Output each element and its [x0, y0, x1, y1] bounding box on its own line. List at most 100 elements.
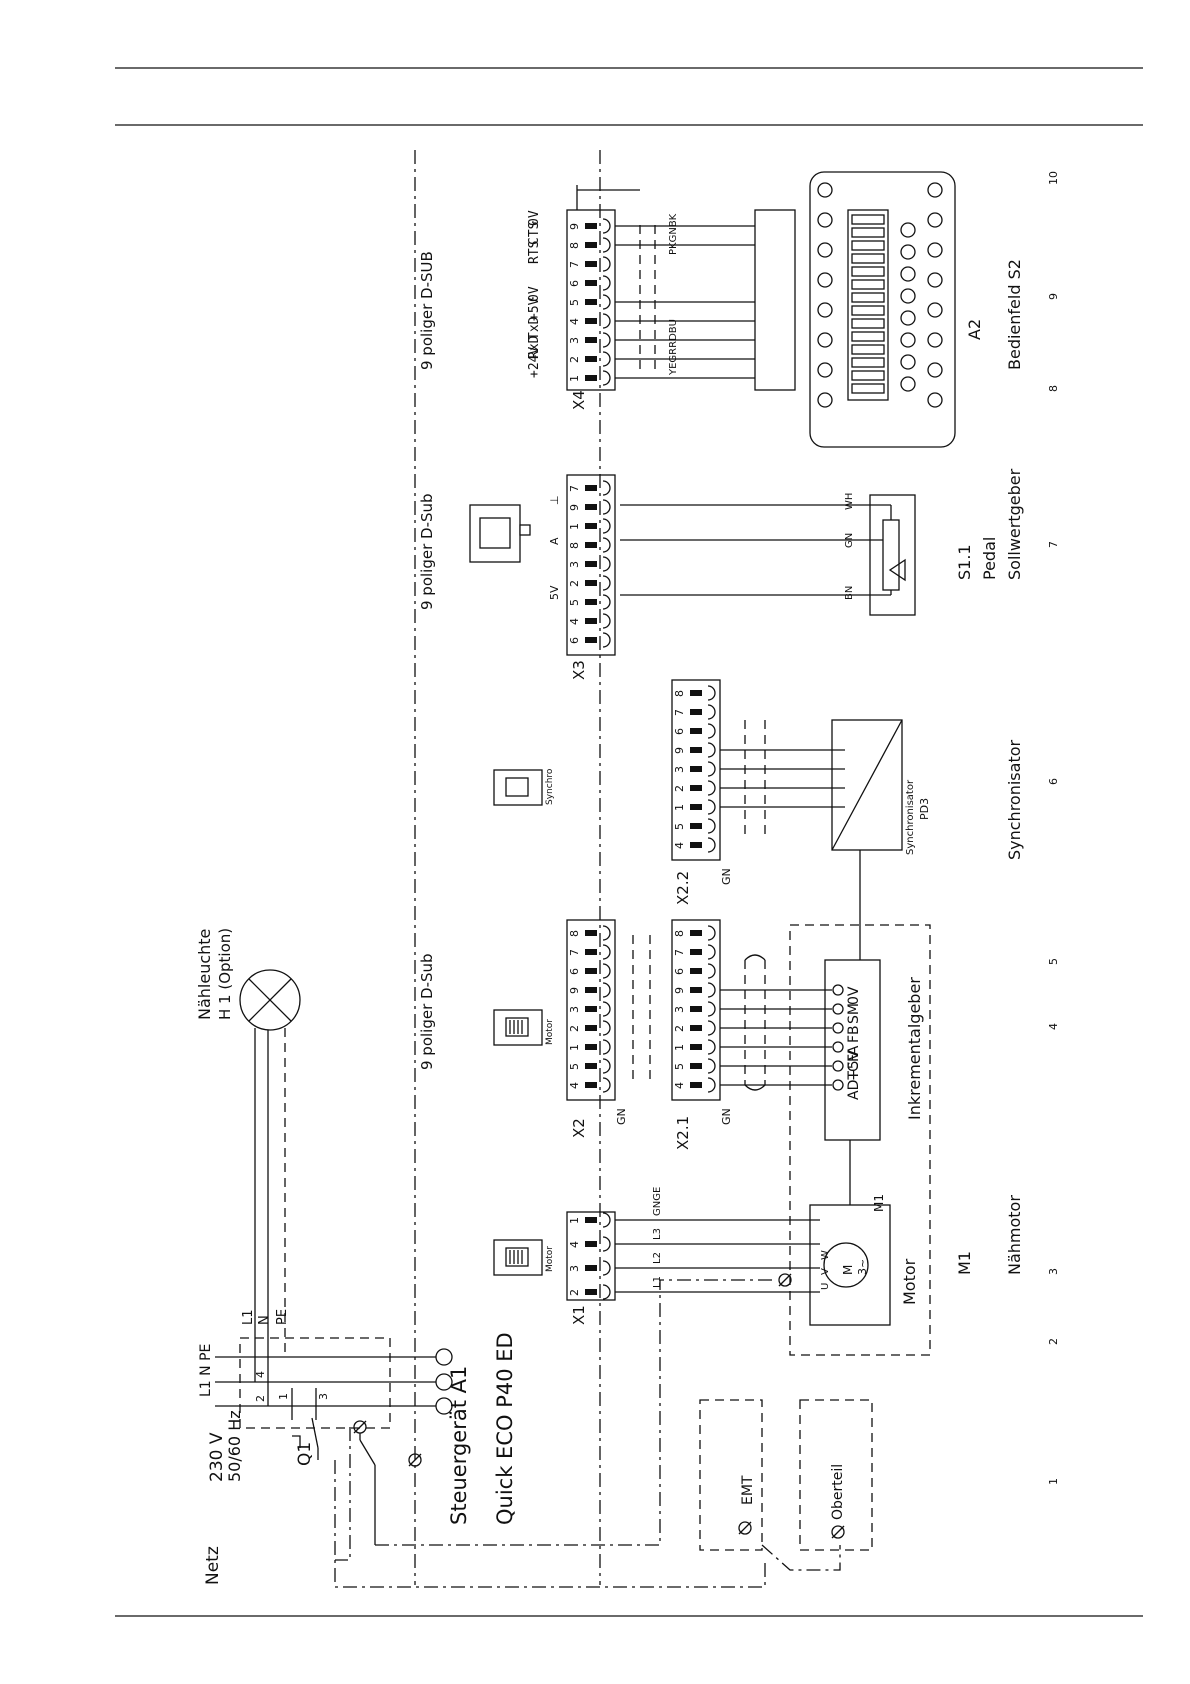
x3-pin-socket-1	[602, 518, 611, 534]
x3-pin-bar-1	[585, 523, 597, 529]
x21-pin-socket-6	[707, 963, 716, 979]
panel-key	[927, 362, 943, 378]
x1-label: X1	[570, 1305, 588, 1325]
x2-pin-bar-8	[585, 930, 597, 936]
x22-pin-5: 5	[673, 823, 686, 830]
x21-pin-socket-3	[707, 1001, 716, 1017]
product-label: Quick ECO P40 ED	[493, 1332, 517, 1525]
x21-pin-3: 3	[673, 1006, 686, 1013]
x1-pin-bar-4	[585, 1241, 597, 1247]
encoder-box	[824, 959, 881, 1141]
x4-body	[566, 209, 616, 391]
x3-pin-6: 6	[568, 637, 581, 644]
x3-pin-bar-6	[585, 637, 597, 643]
x4-pin-8: 8	[568, 242, 581, 249]
x22-pin-socket-6	[707, 723, 716, 739]
x1-body	[566, 1211, 616, 1301]
panel-key	[900, 244, 916, 260]
synchronisator-label: Synchronisator	[1005, 739, 1024, 860]
x3-pin-socket-5	[602, 594, 611, 610]
x2-pin-socket-5	[602, 1058, 611, 1074]
naehmotor-label: Nähmotor	[1005, 1195, 1024, 1275]
x3-pin-2: 2	[568, 580, 581, 587]
x4-pin-bar-7	[585, 261, 597, 267]
x4-pin-1: 1	[568, 375, 581, 382]
x22-pin-bar-9	[690, 747, 702, 753]
lamp-n: N	[257, 1315, 272, 1325]
x21-label: X2.1	[674, 1116, 692, 1150]
panel-led	[851, 292, 885, 303]
x1-pin-socket-2	[602, 1284, 611, 1300]
sollwertgeber-label: Sollwertgeber	[1005, 468, 1024, 580]
bedienfeld-label: Bedienfeld S2	[1005, 259, 1024, 370]
icon-label-synchro: Synchro	[545, 768, 555, 805]
lamp-pe: PE	[275, 1309, 290, 1325]
grid-number-4: 4	[1047, 1023, 1060, 1030]
m1-label: M1	[955, 1251, 974, 1275]
a2-label: A2	[965, 319, 984, 340]
pedal-box	[869, 494, 916, 616]
x1-pin-4: 4	[568, 1241, 581, 1248]
x22-pin-4: 4	[673, 842, 686, 849]
panel-key	[900, 354, 916, 370]
x1-connector: Motor X1	[493, 1211, 616, 1325]
x3-pin-socket-2	[602, 575, 611, 591]
x2-pin-socket-3	[602, 1001, 611, 1017]
x4-pin-bar-2	[585, 356, 597, 362]
gn-x2: GN	[615, 1108, 628, 1125]
x4-signal-3: +5V	[527, 297, 542, 321]
x22-pin-3: 3	[673, 766, 686, 773]
x3-pin-1: 1	[568, 523, 581, 530]
panel-led	[851, 227, 885, 238]
x4-pin-bar-6	[585, 280, 597, 286]
dsub-label-b: 9 poliger D-Sub	[418, 493, 436, 610]
x22-pin-bar-1	[690, 804, 702, 810]
panel-key	[927, 332, 943, 348]
panel-key	[927, 392, 943, 408]
panel-led	[851, 383, 885, 394]
x2-pin-2: 2	[568, 1025, 581, 1032]
pedal-wire-label-GN: GN	[844, 533, 855, 548]
x22-pin-7: 7	[673, 709, 686, 716]
x3-body	[566, 474, 616, 656]
x1-wire-label-GNGE: GNGE	[652, 1187, 663, 1216]
pedal-wire-label-WH: WH	[844, 493, 855, 510]
dsub-label-c: 9 poliger D-SUB	[418, 251, 436, 370]
x21-pin-socket-4	[707, 1077, 716, 1093]
motor-terminal-V: V	[820, 1268, 831, 1275]
x3-pin-socket-7	[602, 480, 611, 496]
encoder-terminal-4	[832, 1003, 844, 1015]
motor-m1: M 3~ M1 Motor M1 Nähmotor	[778, 924, 1024, 1356]
x1-pin-bar-2	[585, 1289, 597, 1295]
motor-terminal-U: U	[820, 1283, 831, 1290]
dsub-label-a: 9 poliger D-Sub	[418, 953, 436, 1070]
x2-pin-7: 7	[568, 949, 581, 956]
x4-group: 9 poliger D-SUB X4 YEGRRDBU PKGNBK A2 Be…	[418, 171, 1024, 448]
synchro-icon	[493, 769, 543, 806]
panel-led	[851, 318, 885, 329]
x3-pin-8: 8	[568, 542, 581, 549]
x1-pin-bar-3	[585, 1265, 597, 1271]
x21-pin-2: 2	[673, 1025, 686, 1032]
x2-group: Motor X2 X2.1 9 poliger D-Sub GN GN	[418, 919, 766, 1150]
x4-signal-4: 0V	[527, 286, 542, 302]
encoder-signal-FA: FA	[846, 1045, 862, 1062]
panel-led	[851, 344, 885, 355]
x22-pin-bar-7	[690, 709, 702, 715]
x22-pin-socket-3	[707, 761, 716, 777]
x22-pin-socket-9	[707, 742, 716, 758]
panel-key	[900, 332, 916, 348]
x21-pin-bar-9	[690, 987, 702, 993]
x21-pin-socket-1	[707, 1039, 716, 1055]
x3-pin-socket-9	[602, 499, 611, 515]
x21-pin-9: 9	[673, 987, 686, 994]
grid-number-3: 3	[1047, 1268, 1060, 1275]
x4-signal-0: +24V	[527, 347, 542, 378]
x4-signal-1: RxD	[527, 335, 542, 359]
x21-pin-bar-8	[690, 930, 702, 936]
panel-led	[851, 370, 885, 381]
x4-signal-7: 0V	[527, 210, 542, 226]
lamp-l1: L1	[241, 1309, 256, 1325]
x4-pin-bar-1	[585, 375, 597, 381]
